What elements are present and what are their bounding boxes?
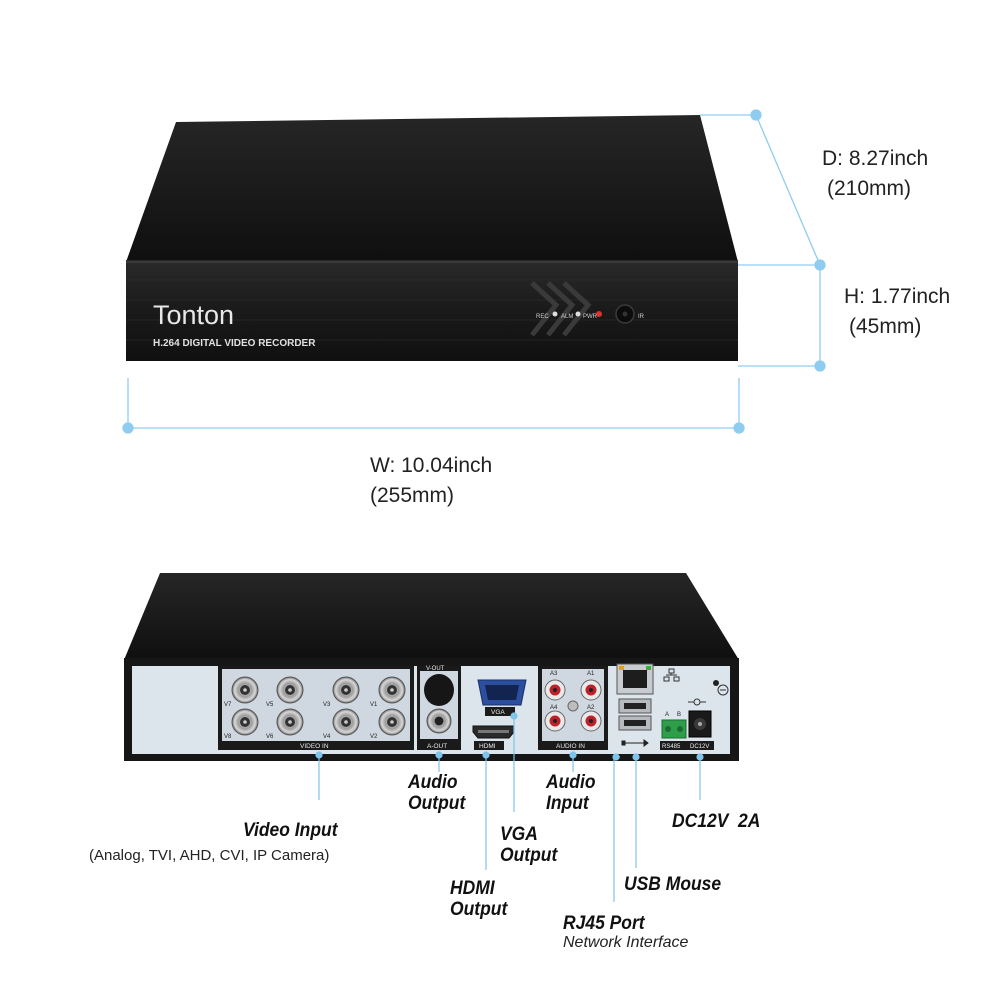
callout-lines — [315, 712, 704, 902]
dc-power-callout: DC12V 2A — [672, 811, 761, 832]
audio-output-callout-1: Audio — [408, 772, 458, 793]
rs485-a-label: A — [665, 712, 669, 718]
aout-connector — [426, 708, 452, 734]
height-mm: (45mm) — [849, 315, 922, 338]
dimension-lines — [122, 109, 826, 434]
dvr-front-panel — [126, 260, 738, 361]
vga-label: VGA — [491, 709, 505, 716]
pwr-led — [596, 311, 602, 317]
video-bnc-connectors — [231, 676, 406, 736]
model-label: H.264 DIGITAL VIDEO RECORDER — [153, 338, 316, 349]
hdmi-port — [472, 725, 515, 739]
rj45-subtitle: Network Interface — [563, 934, 689, 951]
audio-input-callout-1: Audio — [546, 772, 596, 793]
hdmi-label: HDMI — [479, 743, 496, 750]
vga-output-callout-2: Output — [500, 845, 558, 866]
depth-mm: (210mm) — [827, 177, 912, 200]
rj45-callout: RJ45 Port — [563, 913, 645, 934]
dvr-front-view: Tonton H.264 DIGITAL VIDEO RECORDER REC … — [126, 115, 738, 361]
rj45-port — [616, 663, 654, 695]
hdmi-output-callout-1: HDMI — [450, 878, 495, 899]
brand-logo: Tonton — [153, 300, 234, 330]
width-inch: W: 10.04inch — [370, 454, 493, 477]
usb-mouse-callout: USB Mouse — [624, 874, 722, 895]
dvr-top-surface — [126, 115, 738, 262]
width-mm: (255mm) — [370, 484, 455, 507]
video-port-label: V3 — [323, 702, 331, 708]
audio-in-label: AUDIO IN — [556, 743, 585, 750]
ir-label: IR — [638, 314, 645, 320]
video-port-label: V4 — [323, 734, 331, 740]
audio-port-label: A3 — [550, 671, 558, 677]
dc12v-label: DC12V — [690, 744, 709, 750]
video-port-label: V6 — [266, 734, 274, 740]
video-port-label: V2 — [370, 734, 378, 740]
video-in-label: VIDEO IN — [300, 743, 329, 750]
depth-inch: D: 8.27inch — [822, 147, 929, 170]
audio-port-label: A4 — [550, 705, 558, 711]
usb-ports — [618, 698, 652, 731]
audio-port-label: A2 — [587, 705, 595, 711]
dc-power-jack — [688, 710, 712, 738]
video-port-label: V1 — [370, 702, 378, 708]
dc-polarity-icon — [688, 698, 706, 706]
aout-label: A-OUT — [427, 743, 447, 750]
reset-button — [713, 680, 719, 686]
dvr-rear-top-surface — [124, 573, 739, 660]
front-chevron-decoration — [530, 281, 592, 337]
audio-output-callout-2: Output — [408, 793, 466, 814]
rec-led — [552, 311, 558, 317]
rs485-b-label: B — [677, 712, 681, 718]
video-input-subtitle: (Analog, TVI, AHD, CVI, IP Camera) — [89, 847, 330, 864]
video-port-label: V8 — [224, 734, 232, 740]
video-port-label: V7 — [224, 702, 232, 708]
video-port-label: V5 — [266, 702, 274, 708]
vout-connector — [424, 674, 454, 706]
video-input-callout: Video Input — [243, 820, 338, 841]
usb-icon — [621, 739, 649, 747]
pwr-label: PWR — [583, 314, 598, 320]
alm-label: ALM — [561, 314, 573, 320]
alm-led — [575, 311, 581, 317]
audio-rca-connectors — [544, 679, 602, 732]
vga-port — [477, 679, 527, 706]
audio-input-callout-2: Input — [546, 793, 589, 814]
hdmi-output-callout-2: Output — [450, 899, 508, 920]
network-icon — [663, 668, 680, 682]
rs485-terminal — [661, 719, 687, 739]
vout-label: V-OUT — [426, 666, 445, 672]
ground-screw-icon — [717, 684, 729, 696]
audio-port-label: A1 — [587, 671, 595, 677]
height-inch: H: 1.77inch — [844, 285, 951, 308]
rs485-label: RS485 — [662, 744, 681, 750]
rec-label: REC — [536, 314, 549, 320]
dvr-rear-view: V7 V5 V3 V1 V8 V6 V4 V2 VIDEO IN V-OUT A… — [124, 573, 739, 761]
vga-output-callout-1: VGA — [500, 824, 538, 845]
